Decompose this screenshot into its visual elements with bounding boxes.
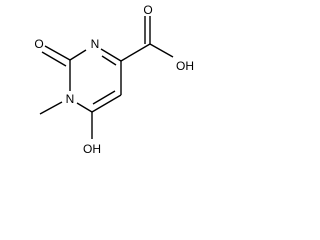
substituent-bonds <box>39 16 174 139</box>
atom-label-acid-carbonyl-oxygen: O <box>143 3 152 17</box>
bond-c2-n3 <box>69 49 87 61</box>
bond-n1-methyl <box>39 101 63 115</box>
molecule-structure-diagram: O N N OH O OH <box>34 3 194 156</box>
atom-label-hydroxyl-c6: OH <box>83 142 101 156</box>
bond-c6-n1 <box>76 102 93 113</box>
atom-label-acid-hydroxyl: OH <box>176 59 194 73</box>
bond-c2-o <box>44 45 71 61</box>
bond-c5-c6-double <box>92 90 116 105</box>
atom-label-nitrogen-3: N <box>91 37 100 51</box>
bond-c4-carboxyl <box>120 43 151 62</box>
bond-n3-c4-double <box>101 55 117 66</box>
bond-c2-o-double <box>41 51 67 67</box>
atom-label-carbonyl-oxygen: O <box>34 37 43 51</box>
bond-c5-c6 <box>91 94 122 113</box>
atom-label-nitrogen-1: N <box>66 92 75 106</box>
bond-n3-c4 <box>100 48 122 62</box>
bond-carboxyl-oh <box>149 43 174 58</box>
ring-bonds <box>69 48 122 113</box>
